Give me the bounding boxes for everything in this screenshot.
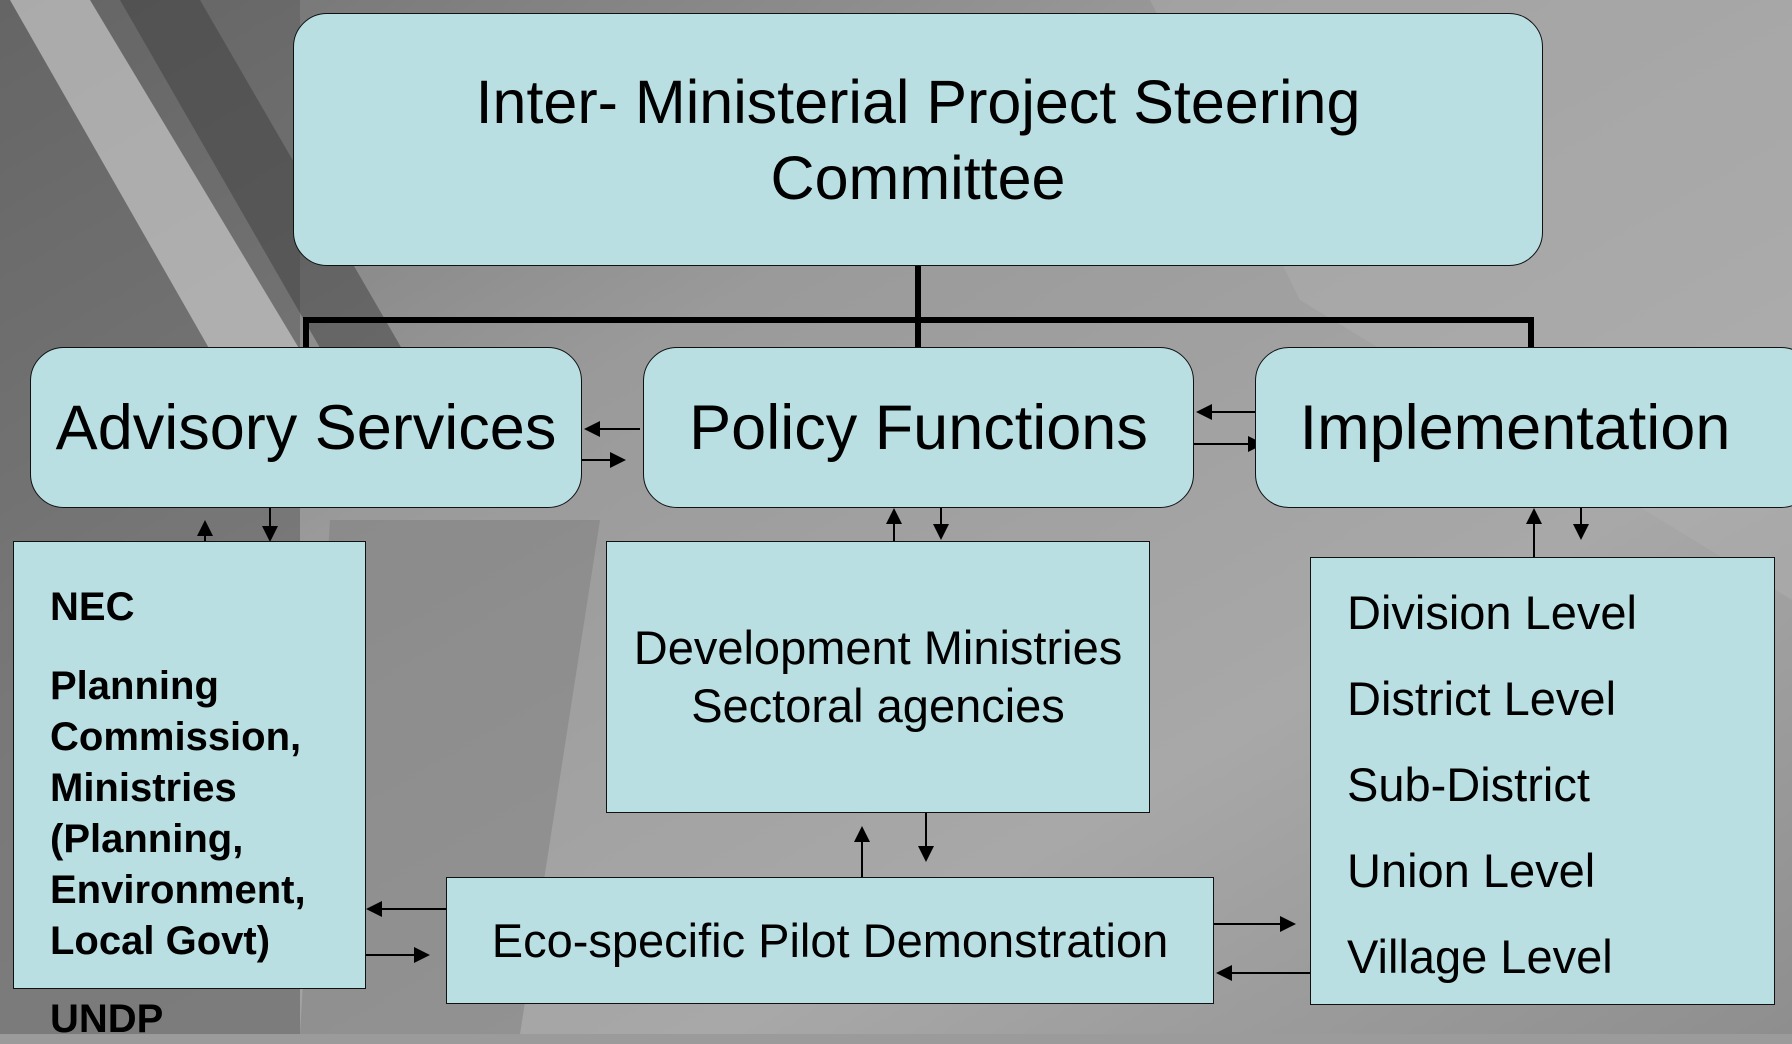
development-ministries-box: Development Ministries Sectoral agencies — [606, 541, 1150, 813]
partner-nec: NEC — [50, 585, 135, 629]
advisory-services-box: Advisory Services — [30, 347, 582, 508]
level-village: Village Level — [1347, 930, 1613, 983]
advisory-services-label: Advisory Services — [55, 392, 557, 463]
advisory-partners-box: NEC Planning Commission, Ministries (Pla… — [13, 541, 366, 989]
implementation-box: Implementation — [1255, 347, 1792, 508]
level-sub-district: Sub-District — [1347, 758, 1590, 811]
partner-undp: UNDP — [50, 997, 164, 1041]
level-union: Union Level — [1347, 844, 1596, 897]
policy-functions-box: Policy Functions — [643, 347, 1194, 508]
policy-functions-label: Policy Functions — [689, 392, 1148, 463]
pilot-demonstration-box: Eco-specific Pilot Demonstration — [446, 877, 1214, 1004]
partner-planning-commission: Planning Commission, Ministries (Plannin… — [50, 664, 306, 963]
implementation-levels-box: Division Level District Level Sub-Distri… — [1310, 557, 1775, 1005]
pilot-demonstration-label: Eco-specific Pilot Demonstration — [491, 913, 1169, 967]
steering-committee-box: Inter- Ministerial Project Steering Comm… — [293, 13, 1543, 266]
implementation-label: Implementation — [1299, 392, 1731, 463]
steering-committee-label: Inter- Ministerial Project Steering Comm… — [475, 67, 1361, 212]
development-ministries-label: Development Ministries Sectoral agencies — [633, 621, 1123, 732]
level-division: Division Level — [1347, 586, 1637, 639]
level-district: District Level — [1347, 672, 1617, 725]
